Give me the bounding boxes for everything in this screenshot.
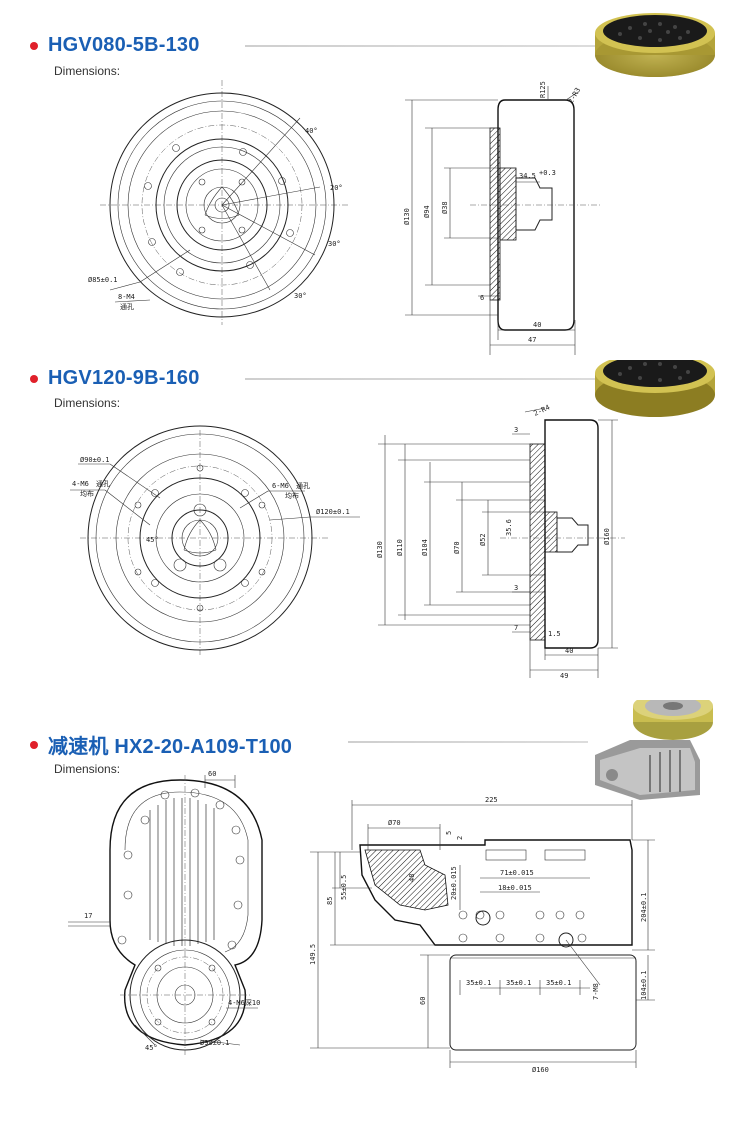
thread-label: 4-M6深10 xyxy=(228,998,260,1007)
dim-label: 3 xyxy=(514,584,518,592)
angle-label: 40° xyxy=(305,127,318,135)
dim-label: 104±0.1 xyxy=(640,970,648,1000)
thread-note: 通孔 xyxy=(296,481,310,490)
dim-label: 34.5 xyxy=(519,172,536,180)
dim-label: 5 xyxy=(445,831,453,835)
thread-label: 8-M4 xyxy=(118,293,135,301)
thread-note: 均布 xyxy=(285,491,299,500)
radius-label: R125 xyxy=(539,81,547,98)
section-hgv080: HGV080-5B-130 Dimensions: xyxy=(0,0,750,360)
section-header: 减速机 HX2-20-A109-T100 xyxy=(30,730,292,759)
front-view xyxy=(100,80,350,325)
dim-label: 60 xyxy=(208,770,216,778)
dim-label: 6 xyxy=(480,294,484,302)
angle-label: 30° xyxy=(294,292,307,300)
pcd-label: Ø90±0.1 xyxy=(200,1039,230,1047)
tolerance-label: +0.3 xyxy=(539,169,556,177)
header-rule xyxy=(245,378,595,380)
width-label: 47 xyxy=(528,336,536,344)
width-label: 40 xyxy=(565,647,573,655)
header-rule xyxy=(348,741,588,743)
pcd-label: Ø90±0.1 xyxy=(80,456,110,464)
front-view xyxy=(68,775,263,1055)
thread-note: 通孔 xyxy=(96,479,110,488)
dim-label: 85 xyxy=(326,897,334,905)
dimensions-label: Dimensions: xyxy=(54,396,121,410)
model-title: HGV080-5B-130 xyxy=(48,34,200,56)
radius-label: 2-R3 xyxy=(567,86,582,105)
dim-label: 7 xyxy=(514,624,518,632)
gearbox-thumbnail-icon xyxy=(595,700,713,800)
dim-label: 71±0.015 xyxy=(500,869,534,877)
diameter-label: Ø160 xyxy=(603,528,611,545)
diameter-label: Ø70 xyxy=(453,541,461,554)
pcd-label: Ø120±0.1 xyxy=(316,508,350,516)
dim-label: 35±0.1 xyxy=(506,979,531,987)
diameter-label: Ø38 xyxy=(441,201,449,214)
dim-label: 17 xyxy=(84,912,92,920)
dimensions-label: Dimensions: xyxy=(54,762,121,776)
dim-label: 35±0.1 xyxy=(546,979,571,987)
dim-label: 1.5 xyxy=(548,630,561,638)
side-view xyxy=(405,86,600,355)
thread-label: 6-M6 xyxy=(272,482,289,490)
dimensions-label: Dimensions: xyxy=(54,64,121,78)
drawing-gearbox: 60 17 4-M6深10 Ø90±0.1 45° xyxy=(68,700,713,1074)
drawing-hgv080: 40° 20° 30° 30° Ø85±0.1 8-M4 通孔 xyxy=(88,13,715,355)
bullet-icon xyxy=(30,41,38,50)
dim-label: 55±0.5 xyxy=(340,875,348,900)
thread-note: 通孔 xyxy=(120,302,134,311)
width-label: 40 xyxy=(533,321,541,329)
pcd-label: Ø85±0.1 xyxy=(88,276,118,284)
dim-label: 3 xyxy=(514,426,518,434)
angle-label: 45° xyxy=(145,1044,158,1052)
model-title: 减速机 HX2-20-A109-T100 xyxy=(48,736,293,758)
drawing-hgv120: Ø90±0.1 4-M6 通孔 均布 6-M6 通孔 均布 Ø120±0.1 4… xyxy=(70,360,715,680)
diameter-label: Ø110 xyxy=(396,539,404,556)
section-header: HGV120-9B-160 xyxy=(30,367,200,390)
section-gearbox: 减速机 HX2-20-A109-T100 Dimensions: xyxy=(0,700,750,1126)
section-hgv120: HGV120-9B-160 Dimensions: xyxy=(0,360,750,700)
wheel-thumbnail-icon xyxy=(595,13,715,77)
dim-label: 204±0.1 xyxy=(640,892,648,922)
dim-label: 35±0.1 xyxy=(466,979,491,987)
bullet-icon xyxy=(30,740,38,749)
angle-label: 45° xyxy=(146,536,159,544)
width-label: 49 xyxy=(560,672,568,680)
width-label: 225 xyxy=(485,796,498,804)
diameter-label: Ø104 xyxy=(421,539,429,556)
dim-label: 20±0.015 xyxy=(450,866,458,900)
diameter-label: Ø130 xyxy=(403,208,411,225)
wheel-thumbnail-icon xyxy=(595,360,715,417)
header-rule xyxy=(245,45,595,47)
side-view xyxy=(378,407,625,678)
dim-label: 35.6 xyxy=(505,519,513,536)
diameter-label: Ø70 xyxy=(388,819,401,827)
diameter-label: Ø52 xyxy=(479,533,487,546)
side-view xyxy=(310,800,655,1068)
angle-label: 30° xyxy=(328,240,341,248)
radius-label: 2-R4 xyxy=(532,403,551,417)
bullet-icon xyxy=(30,374,38,383)
dim-label: 2 xyxy=(456,836,464,840)
dim-label: 149.5 xyxy=(309,944,317,965)
dim-label: 60 xyxy=(419,997,427,1005)
diameter-label: Ø160 xyxy=(532,1066,549,1074)
diameter-label: Ø94 xyxy=(423,205,431,218)
thread-label: 4-M6 xyxy=(72,480,89,488)
diameter-label: Ø130 xyxy=(376,541,384,558)
front-view xyxy=(70,425,360,655)
thread-note: 均布 xyxy=(80,489,94,498)
section-header: HGV080-5B-130 xyxy=(30,34,200,57)
model-title: HGV120-9B-160 xyxy=(48,367,200,389)
dim-label: 18±0.015 xyxy=(498,884,532,892)
dim-label: 48 xyxy=(408,874,416,882)
thread-label: 7-M8 xyxy=(592,983,600,1000)
angle-label: 20° xyxy=(330,184,343,192)
